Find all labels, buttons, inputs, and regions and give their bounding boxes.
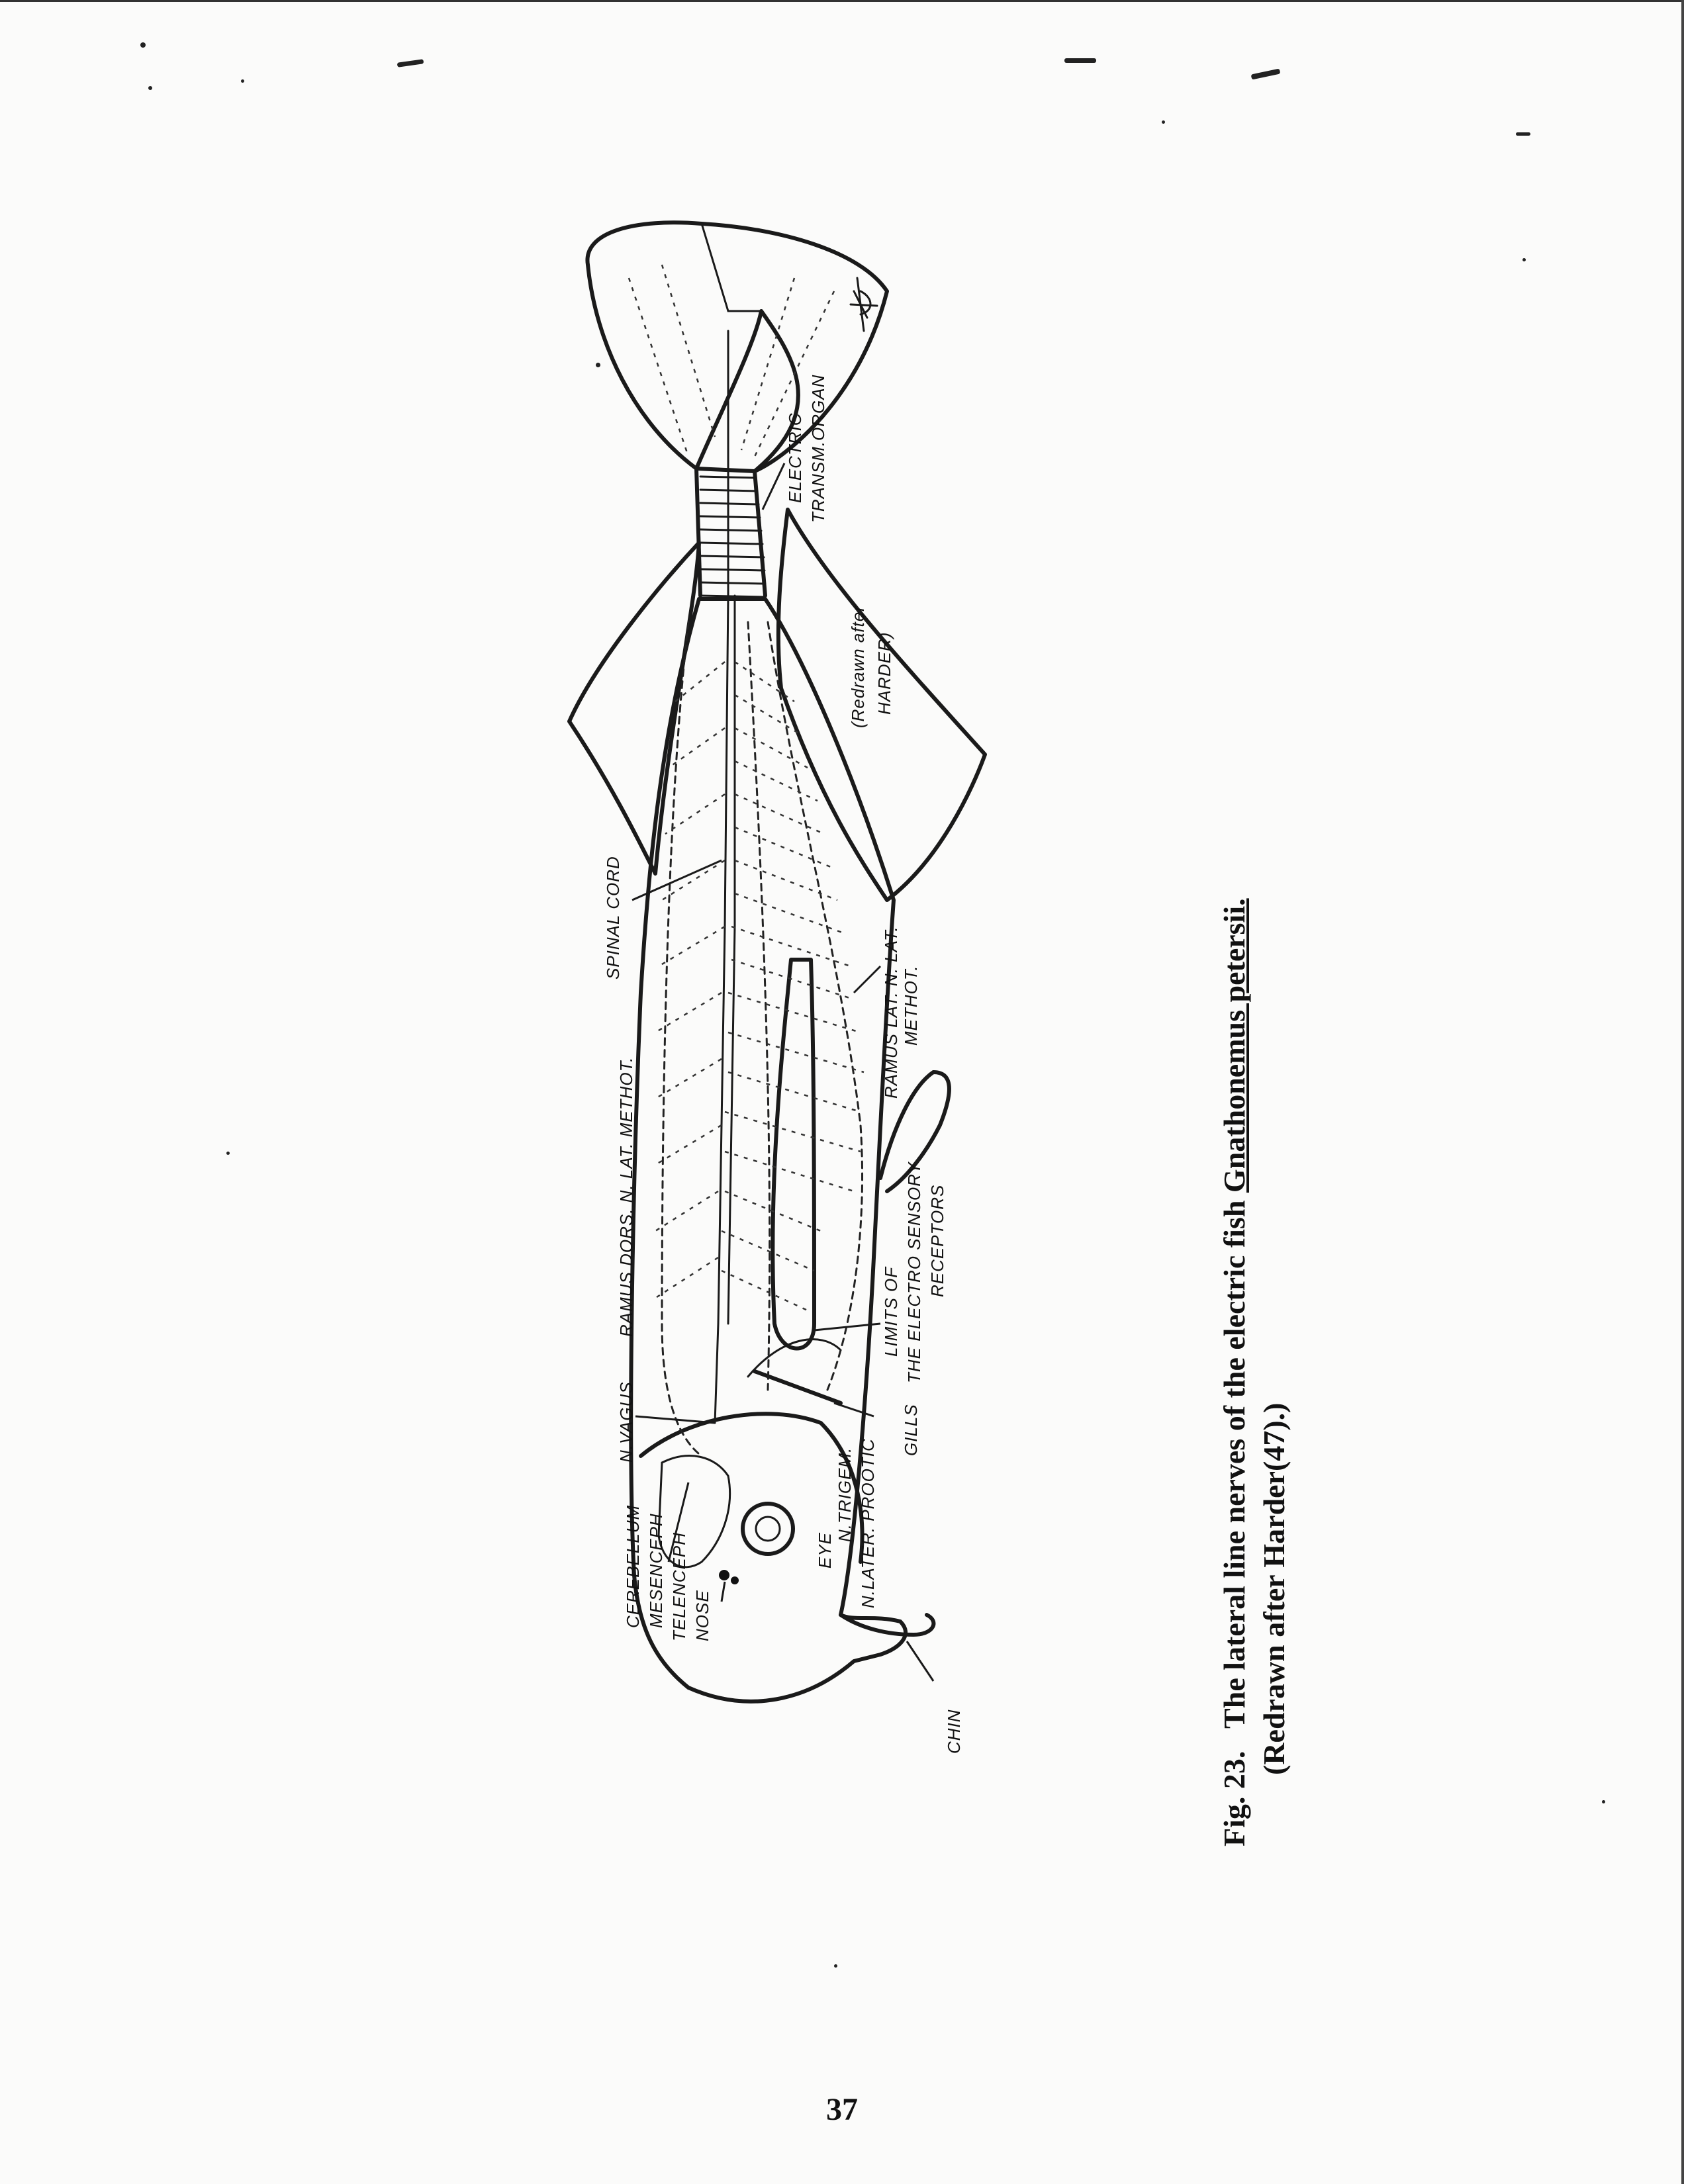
scan-speck xyxy=(1602,1800,1605,1803)
label-eye: EYE xyxy=(815,1532,835,1569)
label-chin: CHIN xyxy=(944,1709,964,1754)
leader-ramus-lat xyxy=(853,965,882,994)
chin-appendage xyxy=(839,1613,936,1637)
label-ramus-dors: RAMUS DORS. N. LAT. METHOT. xyxy=(616,1057,636,1337)
label-gills: GILLS xyxy=(901,1404,921,1456)
caption-text: The lateral line nerves of the electric … xyxy=(1217,1200,1251,1729)
figure-caption: Fig. 23. The lateral line nerves of the … xyxy=(1215,898,1294,1846)
tail-fork-edge xyxy=(700,222,763,312)
caudal-peduncle xyxy=(694,467,767,598)
nostril xyxy=(719,1570,729,1580)
leader-chin xyxy=(906,1641,935,1682)
leader-nose xyxy=(720,1581,726,1602)
eye xyxy=(741,1502,795,1556)
label-mesenceph: MESENCEPH xyxy=(646,1513,666,1628)
ramus-lateralis xyxy=(767,621,864,1391)
scan-speck xyxy=(140,42,146,48)
scan-speck xyxy=(834,1964,837,1968)
pectoral-fin xyxy=(878,1070,951,1193)
caption-line-2: (Redrawn after Harder(47).) xyxy=(1257,1402,1291,1775)
ramus-dorsalis xyxy=(661,621,703,1457)
label-source-1: (Redrawn after xyxy=(848,605,868,728)
scan-edge-top xyxy=(0,0,1684,2)
label-source-2: HARDER) xyxy=(874,632,894,715)
ramus-lateralis-inner xyxy=(747,621,771,1391)
scan-edge-right xyxy=(1681,0,1684,2184)
label-limits-3: RECEPTORS xyxy=(927,1185,947,1297)
scan-mark xyxy=(1516,132,1530,136)
tail-fin-inner xyxy=(694,309,800,473)
spinal-cord-2 xyxy=(727,594,736,1325)
label-n-later-prootic: N.LATER. PROOTIC xyxy=(858,1438,878,1608)
gill-arc xyxy=(747,1338,842,1378)
label-ramus-lat-2: METHOT. xyxy=(901,965,921,1046)
electrosensory-limits xyxy=(771,958,816,1351)
label-n-trigem: N.TRIGEM. xyxy=(835,1447,855,1542)
label-telenceph: TELENCEPH xyxy=(669,1532,689,1641)
leader-gills xyxy=(833,1402,874,1418)
scan-mark xyxy=(1064,58,1096,63)
nostril xyxy=(731,1576,739,1584)
fish-body xyxy=(629,597,908,1704)
leader-vagus xyxy=(635,1415,716,1424)
label-electric-2: TRANSM.ORGAN xyxy=(808,375,828,523)
scan-speck xyxy=(1162,120,1165,124)
scan-speck xyxy=(241,79,244,83)
scan-speck xyxy=(148,86,152,90)
segmental-nerves xyxy=(655,660,865,1312)
tail-stipple xyxy=(628,264,835,457)
leader-electric-organ xyxy=(761,463,786,510)
leader-cerebellum xyxy=(667,1482,690,1563)
caption-line-1: Fig. 23. The lateral line nerves of the … xyxy=(1215,898,1254,1846)
artist-initials-mark xyxy=(849,277,878,332)
leader-limits xyxy=(814,1322,881,1332)
page-number: 37 xyxy=(826,2092,858,2127)
scan-speck xyxy=(1522,258,1526,261)
label-spinal-cord: SPINAL CORD xyxy=(603,856,623,979)
label-electric-1: ELECTRIC xyxy=(785,412,805,503)
caption-species: Gnathonemus petersii. xyxy=(1217,898,1251,1193)
tail-fin xyxy=(585,220,889,473)
operculum xyxy=(639,1412,865,1564)
label-limits-1: LIMITS OF xyxy=(881,1266,901,1357)
brain-outline xyxy=(657,1455,731,1569)
label-nose: NOSE xyxy=(692,1590,712,1641)
label-limits-2: THE ELECTRO SENSORY xyxy=(904,1161,924,1383)
caption-fig-label: Fig. 23. xyxy=(1217,1751,1251,1846)
label-ramus-lat-1: RAMUS LAT. N. LAT. xyxy=(881,926,901,1099)
label-cerebellum: CEREBELLUM xyxy=(623,1505,643,1628)
label-vagus: N.VAGUS xyxy=(616,1381,636,1463)
scan-speck xyxy=(226,1152,230,1155)
scan-speck xyxy=(596,363,600,367)
leader-spinal-cord xyxy=(632,859,722,901)
eye-pupil xyxy=(755,1516,781,1542)
